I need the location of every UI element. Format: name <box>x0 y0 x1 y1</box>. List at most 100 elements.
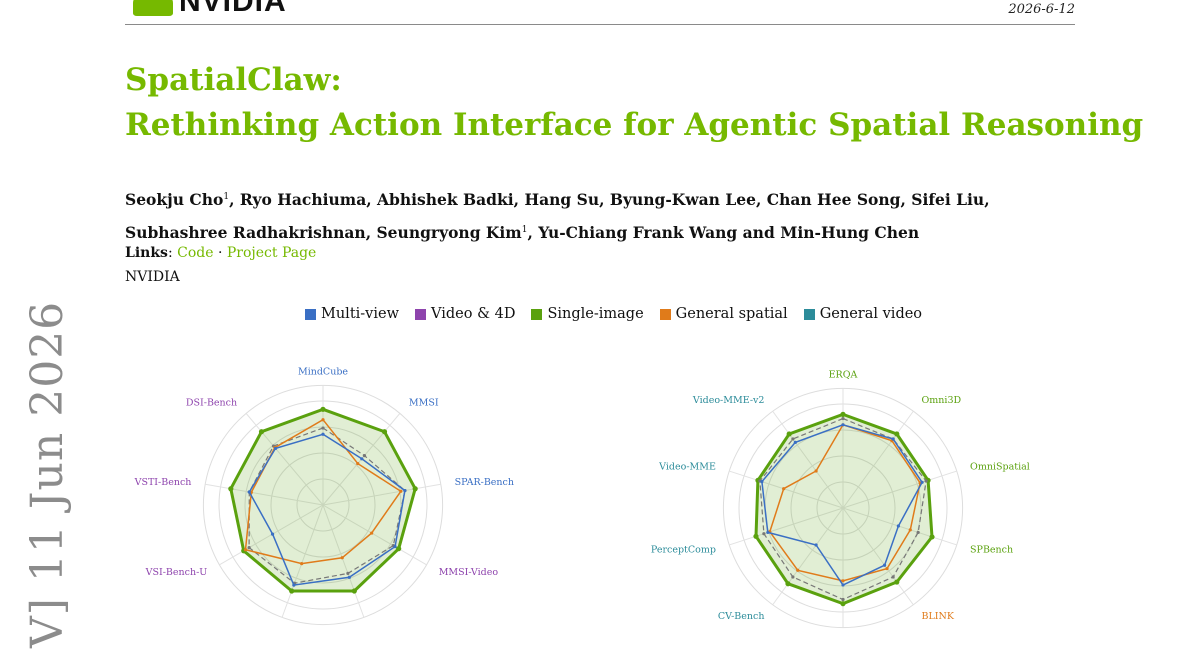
legend-item-video-4d: Video & 4D <box>415 306 515 322</box>
author-names: , Ryo Hachiuma, Abhishek Badki, Hang Su,… <box>229 190 990 210</box>
radar-point <box>791 437 795 441</box>
title-line-2: Rethinking Action Interface for Agentic … <box>125 107 1144 143</box>
legend-label: Single-image <box>547 306 644 322</box>
radar-point <box>321 418 325 422</box>
author-names: Subhashree Radhakrishnan, Seungryong Kim <box>125 223 522 243</box>
radar-point <box>320 406 326 412</box>
radar-point <box>786 431 792 437</box>
radar-point <box>916 530 920 535</box>
radar-spoke <box>729 470 844 509</box>
radar-axis-label: SPAR-Bench <box>455 477 514 488</box>
radar-point <box>785 581 791 587</box>
legend-label: General spatial <box>675 306 788 322</box>
radar-spoke <box>322 504 365 618</box>
radar-axis-label: CV-Bench <box>718 611 765 622</box>
radar-point <box>891 437 895 441</box>
radar-point <box>346 571 350 576</box>
radar-axis-label: OmniSpatial <box>970 462 1030 473</box>
radar-axis-label: MMSI <box>409 398 439 409</box>
author-names: , Yu-Chiang Frank Wang and Min-Hung Chen <box>527 223 920 243</box>
radar-point <box>289 588 295 594</box>
radar-point <box>840 601 846 607</box>
legend-label: Video & 4D <box>431 306 516 322</box>
radar-point <box>814 469 818 473</box>
radar-point <box>896 524 900 528</box>
radar-axis-label: ERQA <box>829 369 858 380</box>
radar-point <box>760 480 764 484</box>
radar-spoke <box>772 410 844 509</box>
legend-swatch <box>415 308 427 320</box>
radar-spoke <box>245 413 324 506</box>
radar-point <box>356 461 360 466</box>
radar-series-polygon <box>229 407 417 593</box>
radar-point <box>370 531 374 535</box>
legend-item-general-spatial: General spatial <box>659 306 788 322</box>
radar-point <box>247 490 251 494</box>
radar-point <box>885 566 889 571</box>
radar-point <box>243 548 248 552</box>
radar-point <box>841 597 845 602</box>
radar-spoke <box>281 504 324 618</box>
radar-point <box>258 429 265 435</box>
radar-series-polygon <box>248 433 406 586</box>
radar-axis-label: SPBench <box>970 544 1013 555</box>
radar-point <box>762 532 766 536</box>
radar-spoke <box>322 504 427 566</box>
nvidia-eye-icon <box>133 0 173 16</box>
radar-point <box>841 416 845 421</box>
radar-axis-label: MindCube <box>298 366 348 377</box>
legend-label: Multi-view <box>321 306 400 322</box>
radar-point <box>292 583 296 587</box>
links-colon: : <box>167 245 173 261</box>
radar-point <box>247 546 251 550</box>
radar-axis-label: Omni3D <box>922 395 962 406</box>
affiliation-marker: 1 <box>223 192 230 202</box>
author-name: Seokju Cho <box>125 190 224 210</box>
radar-point <box>753 533 759 539</box>
radar-point <box>924 479 928 483</box>
legend-label: General video <box>819 306 923 322</box>
radar-point <box>273 446 278 451</box>
radar-point <box>396 546 402 552</box>
radar-spoke <box>729 507 844 546</box>
radar-point <box>841 583 845 587</box>
radar-point <box>796 568 800 572</box>
affiliation: NVIDIA <box>125 269 180 285</box>
radar-spoke <box>322 483 441 506</box>
affiliation-marker: 1 <box>521 225 528 236</box>
radar-chart-left: MindCubeMMSISPAR-BenchMMSI-VideoVSI-Benc… <box>134 366 514 626</box>
project-page-link[interactable]: Project Page <box>226 245 317 261</box>
logo-text: NVIDIA <box>179 0 287 18</box>
radar-axis-label: Video-MME-v2 <box>692 395 765 406</box>
legend-swatch <box>531 308 543 320</box>
author-list: Seokju Cho1, Ryo Hachiuma, Abhishek Badk… <box>125 182 1085 248</box>
radar-series-polygon <box>248 427 406 584</box>
radar-axis-label: PerceptComp <box>651 544 716 555</box>
radar-point <box>908 528 912 532</box>
code-link[interactable]: Code <box>177 245 214 261</box>
radar-point <box>882 563 887 567</box>
radar-axis-label: DSI-Bench <box>186 398 237 409</box>
radar-point <box>891 575 895 579</box>
radar-point <box>321 432 325 436</box>
radar-point <box>362 454 367 458</box>
radar-spoke <box>205 483 324 506</box>
links-row: Links: Code · Project Page <box>125 245 316 261</box>
radar-spoke <box>842 507 914 606</box>
radar-point <box>347 575 351 579</box>
radar-point <box>403 488 407 493</box>
radar-point <box>228 486 234 492</box>
radar-spoke <box>842 470 957 509</box>
radar-point <box>894 431 900 437</box>
radar-chart-right: ERQAOmni3DOmniSpatialSPBenchBLINKCV-Benc… <box>651 369 1030 629</box>
paper-title: SpatialClaw: Rethinking Action Interface… <box>125 58 1143 148</box>
radar-point <box>894 579 900 585</box>
radar-point <box>321 426 325 430</box>
radar-spoke <box>772 507 844 606</box>
radar-point <box>393 545 397 549</box>
radar-axis-label: Video-MME <box>658 462 716 473</box>
radar-point <box>340 556 344 560</box>
legend-item-single-image: Single-image <box>531 306 644 322</box>
legend-item-general-video: General video <box>803 306 923 322</box>
radar-point <box>300 562 304 566</box>
